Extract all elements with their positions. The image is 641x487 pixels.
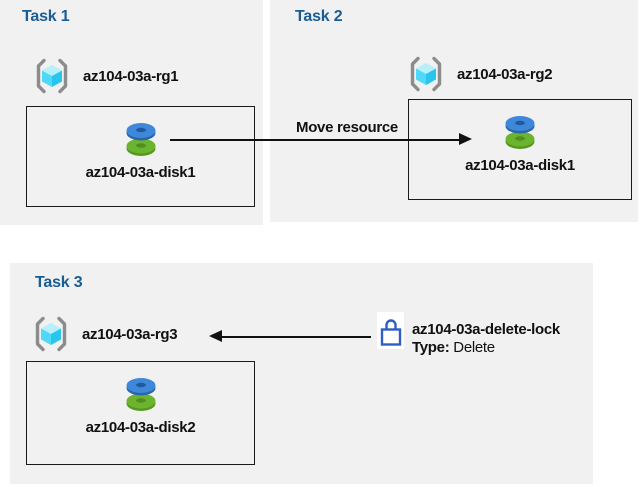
lock-type-value: Delete <box>453 339 495 356</box>
task1-title: Task 1 <box>22 8 70 25</box>
task3-panel: Task 3 az104-03a-rg3 az104-03a-disk2 <box>10 263 593 484</box>
resource-group-name: az104-03a-rg1 <box>83 67 179 85</box>
resource-group-icon <box>31 315 71 353</box>
lock-arrow-line <box>221 336 371 338</box>
task3-resource-group: az104-03a-rg3 <box>31 314 178 354</box>
managed-disk-icon <box>123 373 159 413</box>
arrow-left-icon <box>209 330 222 342</box>
resource-group-name: az104-03a-rg2 <box>457 65 553 83</box>
task1-disk-box: az104-03a-disk1 <box>26 106 255 207</box>
task3-disk-box: az104-03a-disk2 <box>26 361 255 465</box>
task2-title: Task 2 <box>295 8 343 25</box>
lock-type-label: Type: <box>412 339 450 356</box>
arrow-right-icon <box>459 133 472 145</box>
move-resource-arrow-line <box>170 139 460 141</box>
resource-group-name: az104-03a-rg3 <box>82 325 178 343</box>
task1-resource-group: az104-03a-rg1 <box>32 56 179 96</box>
lock-annotation: az104-03a-delete-lock Type: Delete <box>412 321 560 357</box>
disk-name: az104-03a-disk2 <box>85 419 196 436</box>
task2-disk-box: az104-03a-disk1 <box>408 99 632 200</box>
task2-panel: Task 2 az104-03a-rg2 az104-03a-disk1 <box>270 0 638 222</box>
resource-group-icon <box>406 55 446 93</box>
lock-type: Type: Delete <box>412 339 560 357</box>
lock-name: az104-03a-delete-lock <box>412 321 560 338</box>
resource-group-icon <box>32 57 72 95</box>
managed-disk-icon <box>502 111 538 151</box>
move-resource-label: Move resource <box>296 119 398 136</box>
task1-panel: Task 1 az104-03a-rg1 az104-03a-disk1 <box>0 0 263 225</box>
lock-icon <box>377 312 404 349</box>
disk-name: az104-03a-disk1 <box>85 164 196 181</box>
disk-name: az104-03a-disk1 <box>465 157 575 174</box>
managed-disk-icon <box>123 118 159 158</box>
task2-resource-group: az104-03a-rg2 <box>406 54 553 94</box>
task3-title: Task 3 <box>35 274 83 291</box>
